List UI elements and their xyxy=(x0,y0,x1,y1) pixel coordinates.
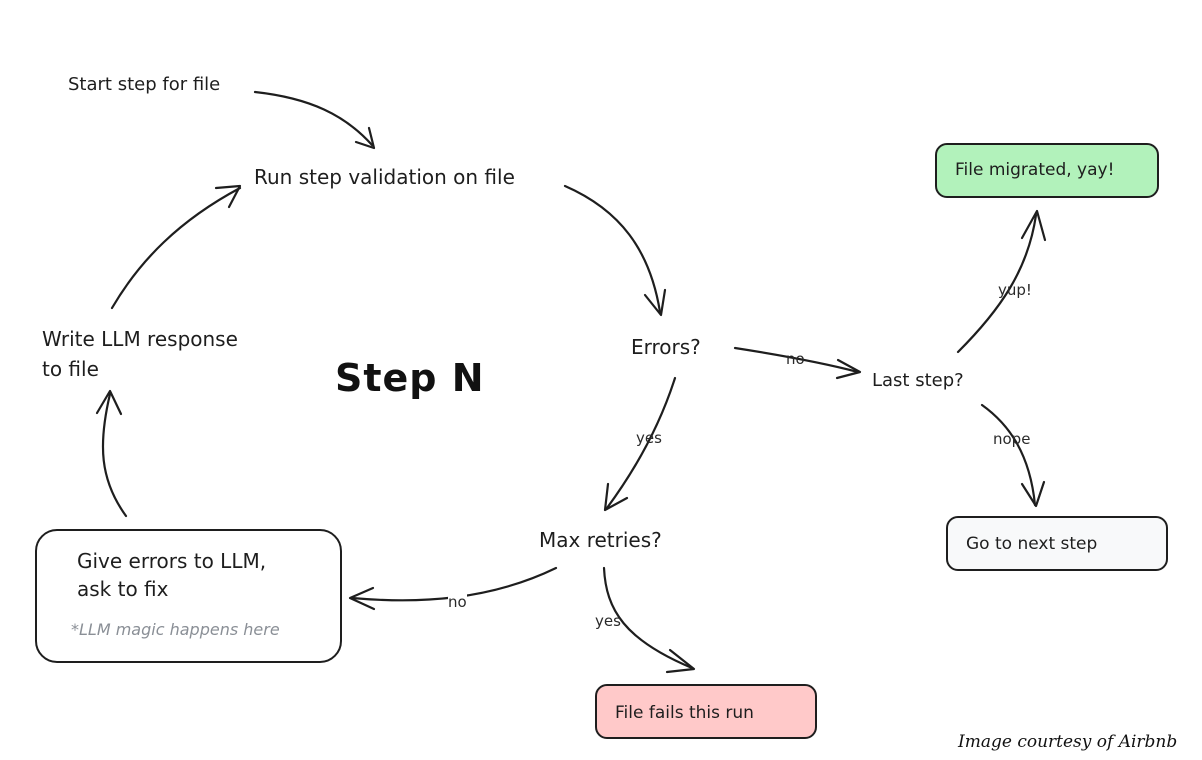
node-last-step: Last step? xyxy=(872,370,964,391)
node-file-migrated: File migrated, yay! xyxy=(935,143,1159,198)
arrow-errors-to-last-step xyxy=(733,346,860,374)
arrow-validate-to-errors xyxy=(563,184,662,314)
arrowhead-validate-to-errors xyxy=(643,288,667,317)
node-file-fails: File fails this run xyxy=(595,684,817,739)
arrow-give-errors-to-write xyxy=(101,392,128,518)
arrow-errors-to-max-retries xyxy=(605,376,677,510)
node-give-errors: Give errors to LLM, ask to fix *LLM magi… xyxy=(35,529,342,663)
edge-label-retries-no: no xyxy=(448,593,467,611)
node-max-retries: Max retries? xyxy=(539,528,662,552)
node-give-errors-line1: Give errors to LLM, xyxy=(77,549,267,573)
node-give-errors-line2: ask to fix xyxy=(77,577,169,601)
arrowhead-start-to-validate xyxy=(354,126,376,150)
arrowhead-max-retries-to-give-errors xyxy=(348,586,376,611)
arrowhead-errors-to-last-step xyxy=(835,358,862,380)
edge-label-last-nope: nope xyxy=(993,430,1031,448)
node-go-to-next-step-label: Go to next step xyxy=(966,534,1098,554)
node-go-to-next-step: Go to next step xyxy=(946,516,1168,571)
llm-magic-note: *LLM magic happens here xyxy=(71,620,280,639)
node-run-validation: Run step validation on file xyxy=(254,165,515,189)
arrowhead-give-errors-to-write xyxy=(95,389,123,416)
node-file-migrated-label: File migrated, yay! xyxy=(955,160,1115,180)
arrow-start-to-validate xyxy=(253,90,374,147)
arrow-max-retries-to-fails xyxy=(602,566,694,670)
arrow-last-step-to-migrated xyxy=(956,213,1038,354)
edge-label-errors-yes: yes xyxy=(636,429,662,447)
arrowhead-write-to-validate xyxy=(214,184,242,209)
arrowhead-last-step-to-next xyxy=(1020,480,1046,508)
edge-label-retries-yes: yes xyxy=(595,612,621,630)
node-write-response-line1: Write LLM response xyxy=(42,327,238,351)
arrowhead-max-retries-to-fails xyxy=(665,648,696,674)
node-start-step: Start step for file xyxy=(68,74,221,95)
image-credit: Image courtesy of Airbnb xyxy=(958,732,1178,752)
arrow-last-step-to-next xyxy=(980,403,1037,507)
node-errors: Errors? xyxy=(631,335,701,359)
edge-label-errors-no: no xyxy=(786,350,805,368)
node-write-response-line2: to file xyxy=(42,357,99,381)
edge-label-last-yup: yup! xyxy=(998,281,1032,299)
diagram-title: Step N xyxy=(335,356,485,400)
arrowhead-errors-to-max-retries xyxy=(603,482,629,512)
node-file-fails-label: File fails this run xyxy=(615,703,754,723)
arrowhead-last-step-to-migrated xyxy=(1020,209,1047,242)
arrow-write-to-validate xyxy=(110,186,242,310)
